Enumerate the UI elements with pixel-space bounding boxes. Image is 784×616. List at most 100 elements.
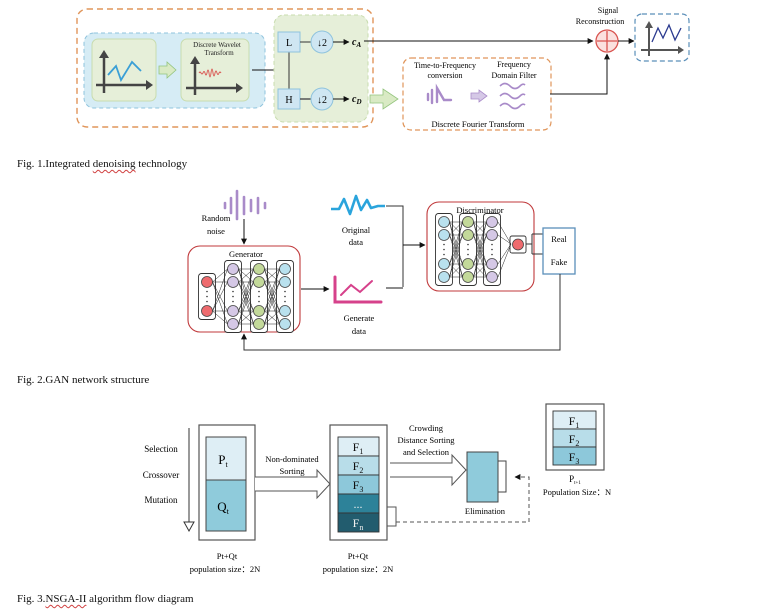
high-pass-label: H bbox=[285, 95, 292, 106]
fig1-caption-prefix: Fig. 1.Integrated bbox=[17, 158, 93, 170]
downsample-label-high: ↓2 bbox=[317, 95, 327, 106]
ellipsis-dot bbox=[443, 253, 445, 256]
operator-selection: Selection bbox=[144, 444, 178, 454]
dft-label: Discrete Fourier Transform bbox=[431, 119, 524, 129]
network-node bbox=[438, 271, 450, 283]
fig1-caption-keyword: denoising bbox=[92, 158, 136, 170]
fake-label: Fake bbox=[551, 257, 568, 267]
next-population-size: Population Size：N bbox=[543, 487, 611, 497]
network-node bbox=[253, 318, 265, 330]
low-pass-label: L bbox=[286, 38, 292, 49]
recon-label-line2: Reconstruction bbox=[576, 17, 624, 26]
dwt-label-line2: Transform bbox=[204, 49, 234, 57]
discriminator-network bbox=[435, 213, 527, 286]
non-dominated-label-line1: Non-dominated bbox=[265, 454, 319, 464]
network-node bbox=[486, 271, 498, 283]
network-edge bbox=[264, 310, 280, 325]
network-node bbox=[462, 258, 474, 270]
network-edge bbox=[212, 268, 228, 312]
downsample-label-low: ↓2 bbox=[317, 38, 327, 49]
real-fake-output-box bbox=[542, 227, 576, 275]
fig3-caption: Fig. 3.NSGA-II algorithm flow diagram bbox=[17, 593, 194, 605]
network-node bbox=[462, 216, 474, 228]
fdf-label-line2: Domain Filter bbox=[491, 71, 536, 80]
output-node bbox=[512, 238, 524, 251]
network-edge bbox=[238, 310, 254, 325]
network-node bbox=[279, 263, 291, 275]
discriminator-label: Discriminator bbox=[456, 205, 503, 215]
ellipsis-dot bbox=[491, 243, 493, 246]
reconstructed-signal-box bbox=[634, 13, 690, 62]
generator-label: Generator bbox=[229, 249, 263, 259]
crowding-label-line1: Crowding bbox=[409, 423, 444, 433]
ellipsis-dot bbox=[258, 290, 260, 293]
ellipsis-dot bbox=[284, 295, 286, 298]
network-edge bbox=[449, 234, 463, 278]
crowding-label-line3: and Selection bbox=[403, 447, 450, 457]
network-node bbox=[462, 229, 474, 241]
network-edge bbox=[473, 221, 487, 236]
fig1-caption-suffix: technology bbox=[135, 158, 188, 170]
detail-to-dft-arrow bbox=[369, 88, 399, 110]
generate-data-label-line1: Generate bbox=[344, 313, 375, 323]
network-edge bbox=[473, 221, 487, 278]
dft-to-adder-line bbox=[550, 53, 610, 95]
network-edge bbox=[238, 268, 254, 283]
ellipsis-dot bbox=[232, 300, 234, 303]
next-front-label: F2 bbox=[569, 432, 580, 448]
ellipsis-dot bbox=[258, 295, 260, 298]
elimination-label: Elimination bbox=[465, 506, 506, 516]
adder-icon bbox=[595, 29, 619, 53]
network-node bbox=[438, 229, 450, 241]
network-edge bbox=[264, 268, 280, 325]
ellipsis-dot bbox=[206, 290, 208, 293]
detail-coeff-label: cD bbox=[352, 94, 362, 106]
dwt-label-line1: Discrete Wavelet bbox=[193, 41, 241, 49]
network-node bbox=[486, 258, 498, 270]
fig1-diagram: Discrete Wavelet Transform L H ↓2 cA ↓2 … bbox=[76, 6, 690, 131]
next-front-block bbox=[552, 446, 597, 466]
generated-data-icon bbox=[333, 275, 383, 304]
original-data-label-line1: Original bbox=[342, 225, 371, 235]
network-node bbox=[253, 305, 265, 317]
fig2-caption: Fig. 2.GAN network structure bbox=[17, 374, 149, 386]
elimination-dashed-line bbox=[396, 474, 530, 523]
front-block bbox=[337, 512, 380, 533]
original-data-label-line2: data bbox=[349, 237, 363, 247]
network-edge bbox=[449, 221, 463, 236]
ellipsis-dot bbox=[232, 290, 234, 293]
generator-network bbox=[198, 260, 294, 333]
down-arrow-icon bbox=[183, 521, 195, 533]
dwt-outer-dashed-box bbox=[76, 8, 374, 128]
fig2-diagram: Random noise Generator Original data Gen… bbox=[187, 189, 576, 351]
network-node bbox=[279, 276, 291, 288]
front-label: F3 bbox=[353, 478, 364, 494]
combined-pop-label-2: Pt+Qt bbox=[348, 551, 369, 561]
network-edge bbox=[449, 221, 463, 265]
network-node bbox=[227, 318, 239, 330]
network-edge bbox=[497, 243, 512, 265]
network-edge bbox=[473, 234, 487, 278]
front-label: F1 bbox=[353, 440, 364, 456]
original-to-merge-line bbox=[386, 205, 404, 287]
network-node bbox=[227, 263, 239, 275]
ellipsis-dot bbox=[491, 248, 493, 251]
feedback-line bbox=[241, 274, 561, 351]
random-noise-icon bbox=[223, 189, 267, 221]
network-edge bbox=[497, 221, 512, 245]
next-front-label: F1 bbox=[569, 414, 580, 430]
filter-waves-icon bbox=[499, 82, 526, 110]
network-node bbox=[279, 305, 291, 317]
ellipsis-dot bbox=[467, 248, 469, 251]
network-edge bbox=[497, 243, 512, 278]
network-node bbox=[227, 276, 239, 288]
dwt-card bbox=[180, 38, 250, 102]
ellipsis-dot bbox=[284, 290, 286, 293]
fig2-caption-text: Fig. 2.GAN network structure bbox=[17, 374, 150, 386]
generate-data-label-line2: data bbox=[352, 326, 366, 336]
ellipsis-dot bbox=[232, 295, 234, 298]
reconstructed-signal-icon bbox=[641, 21, 684, 56]
